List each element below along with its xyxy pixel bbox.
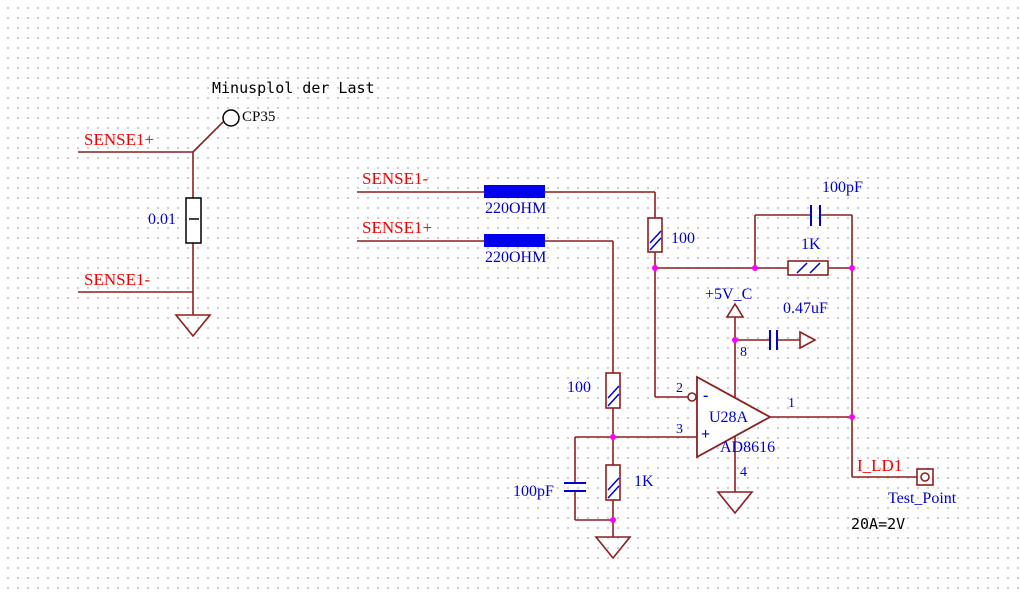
resistor-220-top[interactable] — [484, 185, 545, 198]
resistor-1k-feedback[interactable] — [787, 260, 829, 276]
resistor-100-right[interactable] — [647, 217, 663, 253]
ground-symbol-left — [174, 314, 212, 338]
r1k-feedback-value: 1K — [801, 236, 821, 253]
power-arrow-right — [799, 330, 817, 350]
net-label-sense1-minus-left[interactable]: SENSE1- — [84, 270, 151, 289]
shunt-resistor[interactable] — [185, 197, 202, 244]
net-label-sense1-minus-mid[interactable]: SENSE1- — [362, 169, 429, 188]
c100p-ground-value: 100pF — [513, 483, 554, 500]
ground-symbol-opamp — [716, 491, 754, 515]
connector-cp35[interactable] — [192, 109, 240, 153]
junction-dots — [610, 265, 855, 523]
opamp-part: AD8616 — [720, 439, 776, 456]
net-label-sense1-plus-mid[interactable]: SENSE1+ — [362, 218, 433, 237]
capacitor-047uf[interactable] — [769, 330, 778, 350]
net-label-sense1-plus-left[interactable]: SENSE1+ — [84, 130, 155, 149]
r1k-ground-value: 1K — [634, 473, 654, 490]
testpoint-symbol[interactable] — [916, 468, 934, 486]
resistor-1k-ground[interactable] — [605, 464, 621, 501]
capacitor-100pf-feedback[interactable] — [810, 205, 821, 226]
opamp-ref: U28A — [709, 409, 749, 426]
r100-left-value: 100 — [567, 379, 591, 396]
opamp-pin-vcc: 8 — [740, 345, 747, 360]
ground-symbol-bottom — [594, 536, 632, 560]
capacitor-100pf-ground[interactable] — [564, 482, 586, 492]
opamp-pin-inv: 2 — [676, 381, 683, 396]
note-scale: 20A=2V — [851, 515, 906, 533]
opamp-plus-sign: + — [701, 426, 711, 443]
testpoint-label: Test_Point — [888, 490, 957, 507]
c047u-value: 0.47uF — [783, 300, 828, 317]
shunt-value: 0.01 — [148, 211, 176, 228]
resistor-100-left[interactable] — [605, 372, 621, 409]
opamp-symbol[interactable] — [687, 375, 772, 459]
opamp-pin-noninv: 3 — [676, 422, 683, 437]
net-label-i-ld1[interactable]: I_LD1 — [857, 456, 903, 475]
resistor-220-bottom[interactable] — [484, 234, 545, 247]
power-5v-symbol — [725, 302, 745, 318]
r220-top-value: 220OHM — [485, 200, 547, 217]
opamp-minus-sign: - — [703, 387, 709, 404]
opamp-pin-out: 1 — [788, 396, 795, 411]
opamp-pin-vee: 4 — [740, 465, 747, 480]
connector-label: CP35 — [242, 109, 276, 125]
power-label-5v[interactable]: +5V_C — [705, 286, 753, 303]
note-load: Minusplol der Last — [212, 79, 375, 97]
r220-bottom-value: 220OHM — [485, 249, 547, 266]
r100-right-value: 100 — [671, 230, 695, 247]
c100p-feedback-value: 100pF — [822, 179, 863, 196]
